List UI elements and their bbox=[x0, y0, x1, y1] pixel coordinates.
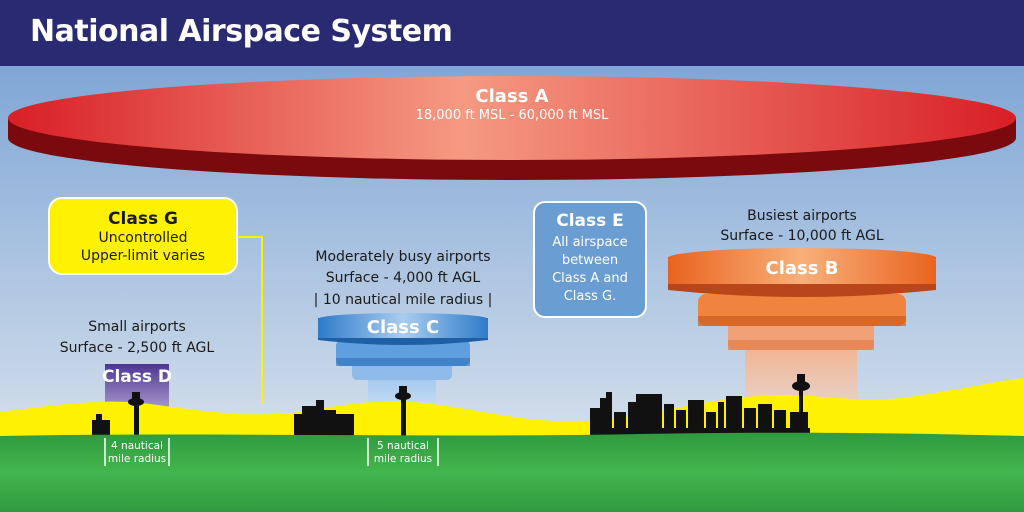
class-d-caption1: Small airports bbox=[88, 319, 186, 335]
class-b-caption1: Busiest airports bbox=[747, 208, 857, 224]
class-e-label: Class E bbox=[556, 211, 624, 231]
class-d-radius-marker bbox=[104, 438, 170, 466]
class-c-radius2: mile radius bbox=[373, 453, 433, 465]
class-g-connector bbox=[238, 236, 263, 404]
class-c-skyline bbox=[294, 386, 411, 436]
header-bar: National Airspace System bbox=[0, 0, 1024, 66]
airspace-scene bbox=[0, 66, 1024, 512]
class-b-skyline bbox=[590, 374, 810, 436]
class-g-box: Class G Uncontrolled Upper-limit varies bbox=[48, 197, 238, 275]
class-c-radius1: 5 nautical bbox=[377, 440, 429, 452]
class-e-box: Class E All airspace between Class A and… bbox=[533, 201, 647, 318]
class-d-radius1: 4 nautical bbox=[111, 440, 163, 452]
class-d-caption2: Surface - 2,500 ft AGL bbox=[59, 340, 215, 356]
page-title: National Airspace System bbox=[30, 14, 453, 49]
ground bbox=[0, 432, 1024, 512]
class-d-skyline bbox=[92, 392, 144, 436]
class-g-line1: Uncontrolled bbox=[98, 230, 188, 246]
class-b-caption2: Surface - 10,000 ft AGL bbox=[720, 228, 884, 244]
class-d-radius2: mile radius bbox=[107, 453, 167, 465]
class-d-label: Class D bbox=[101, 367, 173, 387]
class-a-range: 18,000 ft MSL - 60,000 ft MSL bbox=[415, 108, 609, 123]
class-e-line2: between bbox=[561, 253, 619, 268]
class-g-line2: Upper-limit varies bbox=[80, 248, 206, 264]
class-c-caption3: | 10 nautical mile radius | bbox=[313, 292, 493, 308]
class-b-airspace bbox=[668, 248, 936, 434]
class-a-label: Class A bbox=[475, 86, 549, 107]
class-c-label: Class C bbox=[366, 317, 440, 338]
class-c-airspace bbox=[318, 313, 488, 437]
class-b-label: Class B bbox=[765, 258, 839, 279]
class-c-caption1: Moderately busy airports bbox=[315, 249, 491, 265]
class-c-radius-marker bbox=[367, 438, 439, 466]
class-e-line3: Class A and bbox=[552, 271, 628, 286]
class-e-line4: Class G. bbox=[563, 289, 617, 304]
class-e-line1: All airspace bbox=[552, 235, 628, 250]
class-c-caption2: Surface - 4,000 ft AGL bbox=[325, 270, 481, 286]
class-g-label: Class G bbox=[108, 209, 178, 229]
class-a-disc bbox=[8, 76, 1016, 180]
